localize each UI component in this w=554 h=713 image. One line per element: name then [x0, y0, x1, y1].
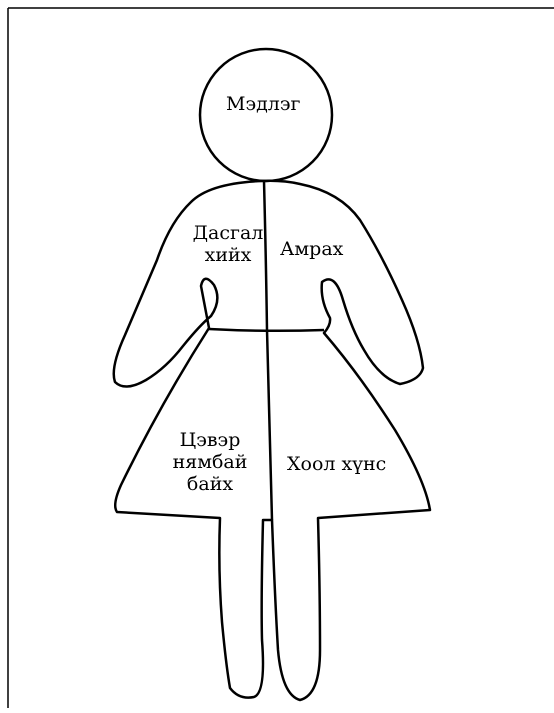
left-skirt-label: Цэвэр нямбай байх	[165, 429, 255, 495]
left-chest-label: Дасгал хийх	[188, 222, 268, 266]
right-skirt-label: Хоол хүнс	[287, 453, 386, 475]
body-outline	[114, 181, 430, 700]
right-chest-label: Амрах	[280, 238, 343, 260]
left-chest-label-line2: хийх	[188, 244, 268, 266]
head-outline	[200, 49, 332, 181]
left-skirt-label-line3: байх	[165, 473, 255, 495]
left-skirt-label-line2: нямбай	[165, 451, 255, 473]
left-skirt-label-line1: Цэвэр	[165, 429, 255, 451]
left-chest-label-line1: Дасгал	[188, 222, 268, 244]
head-label: Мэдлэг	[226, 93, 300, 115]
